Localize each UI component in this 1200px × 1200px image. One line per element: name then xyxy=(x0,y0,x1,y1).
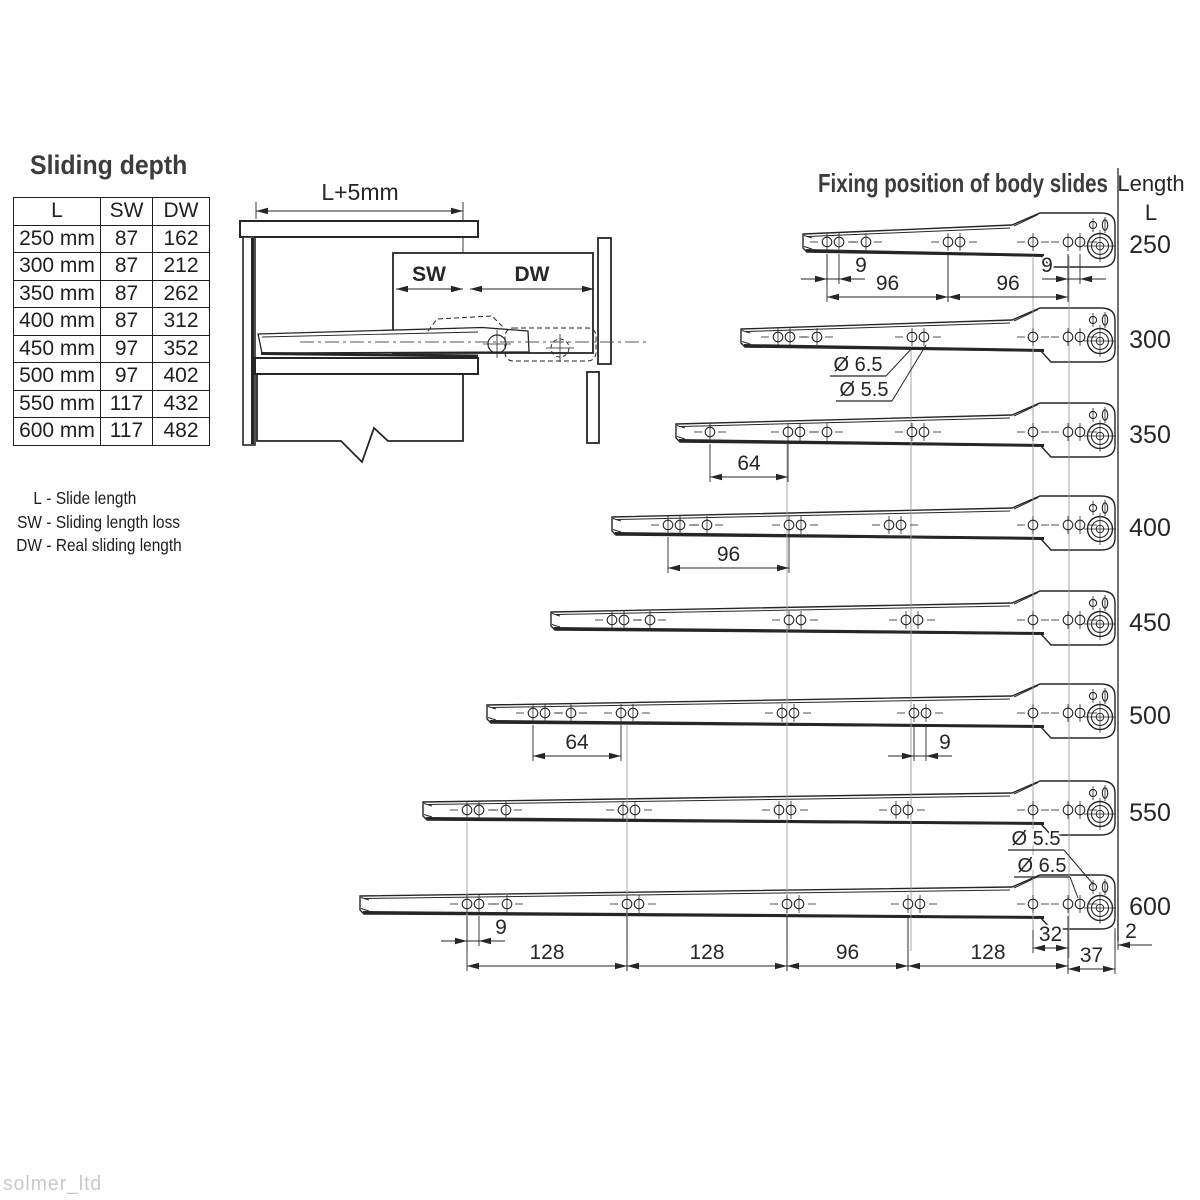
table-cell: 300 mm xyxy=(13,252,101,281)
table-cell: 432 xyxy=(152,389,210,418)
table-cell: 87 xyxy=(100,307,153,336)
legend-desc: Sliding length loss xyxy=(55,511,180,532)
svg-text:Fixing position of body slides: Fixing position of body slides xyxy=(818,168,1108,198)
svg-text:128: 128 xyxy=(970,941,1005,964)
watermark: solmer_ltd xyxy=(3,1173,103,1195)
svg-text:400: 400 xyxy=(1129,514,1171,542)
slide-bodies xyxy=(359,212,1116,930)
legend-dash: - xyxy=(46,511,52,532)
table-cell: 450 mm xyxy=(13,334,101,363)
svg-text:Ø 5.5: Ø 5.5 xyxy=(1012,828,1061,850)
svg-text:9: 9 xyxy=(855,254,867,277)
body-slide-350: 64 350 xyxy=(694,407,1171,482)
legend-item: SW-Sliding length loss xyxy=(12,511,182,535)
legend-abbr: DW xyxy=(16,535,42,556)
svg-text:250: 250 xyxy=(1129,231,1171,259)
svg-text:96: 96 xyxy=(996,272,1019,295)
svg-text:550: 550 xyxy=(1129,799,1171,827)
legend-item: DW-Real sliding length xyxy=(12,534,182,558)
body-slide-400: 96 400 xyxy=(651,500,1171,573)
svg-text:450: 450 xyxy=(1129,609,1171,637)
table-cell: 600 mm xyxy=(13,417,101,446)
svg-text:L: L xyxy=(1145,200,1157,225)
body-slide-300: Ø 6.5 Ø 5.5 300 xyxy=(761,312,1171,403)
svg-text:9: 9 xyxy=(495,916,507,939)
body-slide-450: 450 xyxy=(595,595,1171,640)
svg-text:500: 500 xyxy=(1129,702,1171,730)
table-cell: 312 xyxy=(152,307,210,336)
svg-text:37: 37 xyxy=(1080,944,1103,967)
svg-text:96: 96 xyxy=(876,272,899,295)
table-cell: 250 mm xyxy=(13,224,101,253)
legend-desc: Real sliding length xyxy=(55,535,182,556)
table-cell: 482 xyxy=(152,417,210,446)
legend-item: L-Slide length xyxy=(12,487,182,511)
body-slide-500: 64 9 500 xyxy=(516,688,1171,761)
svg-text:Length: Length xyxy=(1117,171,1184,196)
svg-text:Ø 6.5: Ø 6.5 xyxy=(1018,855,1067,877)
svg-text:96: 96 xyxy=(717,543,740,566)
table-col-header: DW xyxy=(152,197,210,226)
table-cell: 117 xyxy=(100,417,153,446)
table-col-header: L xyxy=(13,197,101,226)
svg-text:64: 64 xyxy=(565,731,589,754)
legend-dash: - xyxy=(46,488,52,509)
svg-text:L+5mm: L+5mm xyxy=(321,179,398,205)
table-cell: 87 xyxy=(100,279,153,308)
table-col-header: SW xyxy=(100,197,153,226)
table-cell: 262 xyxy=(152,279,210,308)
table-cell: 87 xyxy=(100,252,153,281)
svg-text:9: 9 xyxy=(1041,254,1053,277)
body-slide-550: 550 xyxy=(450,785,1171,830)
sliding-depth-title: Sliding depth xyxy=(30,150,188,180)
table-cell: 350 mm xyxy=(13,279,101,308)
body-slide-600: 9 128 128 96 128 32 37 2 Ø 5.5 Ø 6.5 600 xyxy=(441,826,1171,974)
table-cell: 97 xyxy=(100,334,153,363)
svg-text:350: 350 xyxy=(1129,421,1171,449)
table-cell: 97 xyxy=(100,362,153,391)
svg-text:64: 64 xyxy=(737,452,761,475)
svg-text:32: 32 xyxy=(1039,923,1062,946)
svg-text:2: 2 xyxy=(1125,920,1137,943)
table-cell: 550 mm xyxy=(13,389,101,418)
legend-desc: Slide length xyxy=(55,488,137,509)
svg-text:128: 128 xyxy=(529,941,564,964)
svg-text:Ø 6.5: Ø 6.5 xyxy=(834,354,883,376)
svg-text:600: 600 xyxy=(1129,893,1171,921)
svg-text:DW: DW xyxy=(515,263,550,286)
svg-text:128: 128 xyxy=(689,941,724,964)
svg-text:SW: SW xyxy=(412,263,446,286)
table-cell: 162 xyxy=(152,224,210,253)
svg-text:9: 9 xyxy=(939,731,951,754)
svg-text:300: 300 xyxy=(1129,326,1171,354)
legend-abbr: L xyxy=(33,488,42,509)
table-cell: 500 mm xyxy=(13,362,101,391)
svg-text:96: 96 xyxy=(836,941,859,964)
body-slide-250: 9 96 96 9 250 xyxy=(801,217,1171,302)
svg-text:Ø 5.5: Ø 5.5 xyxy=(840,379,889,401)
legend-abbr: SW xyxy=(17,511,42,532)
legend-dash: - xyxy=(46,535,52,556)
